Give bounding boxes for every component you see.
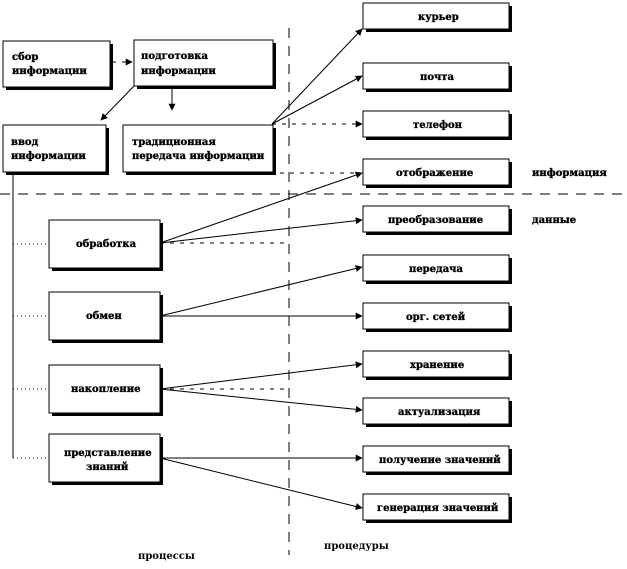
arrow-podgotovka-to-vvod [100, 83, 137, 121]
vvod-label-line-2: информации [11, 151, 86, 162]
peredacha-label: передача [409, 264, 464, 275]
hranenie-label: хранение [410, 360, 464, 371]
telefon-label: телефон [413, 120, 462, 131]
org-setei-box [362, 302, 510, 330]
predstavlenie-box [48, 433, 161, 483]
predstavlenie-label-line-1: представление [64, 448, 152, 459]
vvod-box [2, 124, 107, 173]
otobrazhenie-label: отображение [396, 168, 473, 179]
informacia-side-label: информация [532, 168, 607, 179]
traditional-label-line-2: передача информации [132, 151, 265, 162]
kurier-label: курьер [418, 12, 459, 23]
kurier-box [362, 2, 510, 30]
nakoplenie-label: накопление [71, 384, 141, 395]
processy-footer-label: процессы [138, 551, 195, 562]
peredacha-box [362, 254, 510, 282]
podgotovka-box [133, 39, 274, 87]
arrow-obmen-to-peredacha [159, 265, 363, 317]
obmen-box [48, 291, 161, 341]
podgotovka-label-line-2: информации [141, 66, 216, 77]
preobrazovanie-box [362, 205, 510, 233]
arrow-nakoplenie-to-hranenie [159, 361, 363, 390]
pochta-label: почта [420, 72, 455, 83]
sbor-box [2, 40, 111, 88]
podgotovka-label-line-1: подготовка [141, 51, 208, 62]
org-setei-label: орг. сетей [406, 312, 466, 323]
arrow-nakoplenie-to-aktualizacia [159, 388, 363, 413]
procedury-footer-label: процедуры [324, 541, 389, 552]
otobrazhenie-box [362, 158, 510, 186]
sbor-label-line-1: сбор [12, 52, 38, 63]
arrow-predstavlenie-to-generacia [159, 457, 363, 510]
pochta-box [362, 62, 510, 90]
hranenie-box [362, 350, 510, 378]
arrow-obrabotka-to-otobrazhenie [159, 171, 363, 244]
telefon-box [362, 110, 510, 138]
aktualizacia-box [362, 397, 510, 425]
poluchenie-label: получение значений [379, 455, 501, 466]
obrabotka-box [48, 219, 161, 269]
obrabotka-label: обработка [76, 239, 137, 250]
arrow-traditional-to-pochta [271, 75, 363, 125]
nakoplenie-box [48, 364, 161, 414]
aktualizacia-label: актуализация [398, 407, 481, 418]
predstavlenie-label-line-2: знаний [86, 462, 129, 473]
generacia-label: генерация значений [377, 503, 499, 514]
dannye-side-label: данные [532, 215, 576, 226]
traditional-label-line-1: традиционная [132, 137, 216, 148]
sbor-label-line-2: информации [12, 66, 87, 77]
traditional-box [122, 124, 274, 173]
arrow-traditional-to-kurier [271, 28, 363, 125]
vvod-label-line-1: ввод [11, 137, 39, 148]
poluchenie-box [362, 445, 510, 473]
preobrazovanie-label: преобразование [388, 215, 483, 226]
arrow-obrabotka-to-preobrazovanie [159, 217, 363, 244]
generacia-box [362, 493, 510, 521]
obmen-label: обмен [86, 311, 122, 322]
